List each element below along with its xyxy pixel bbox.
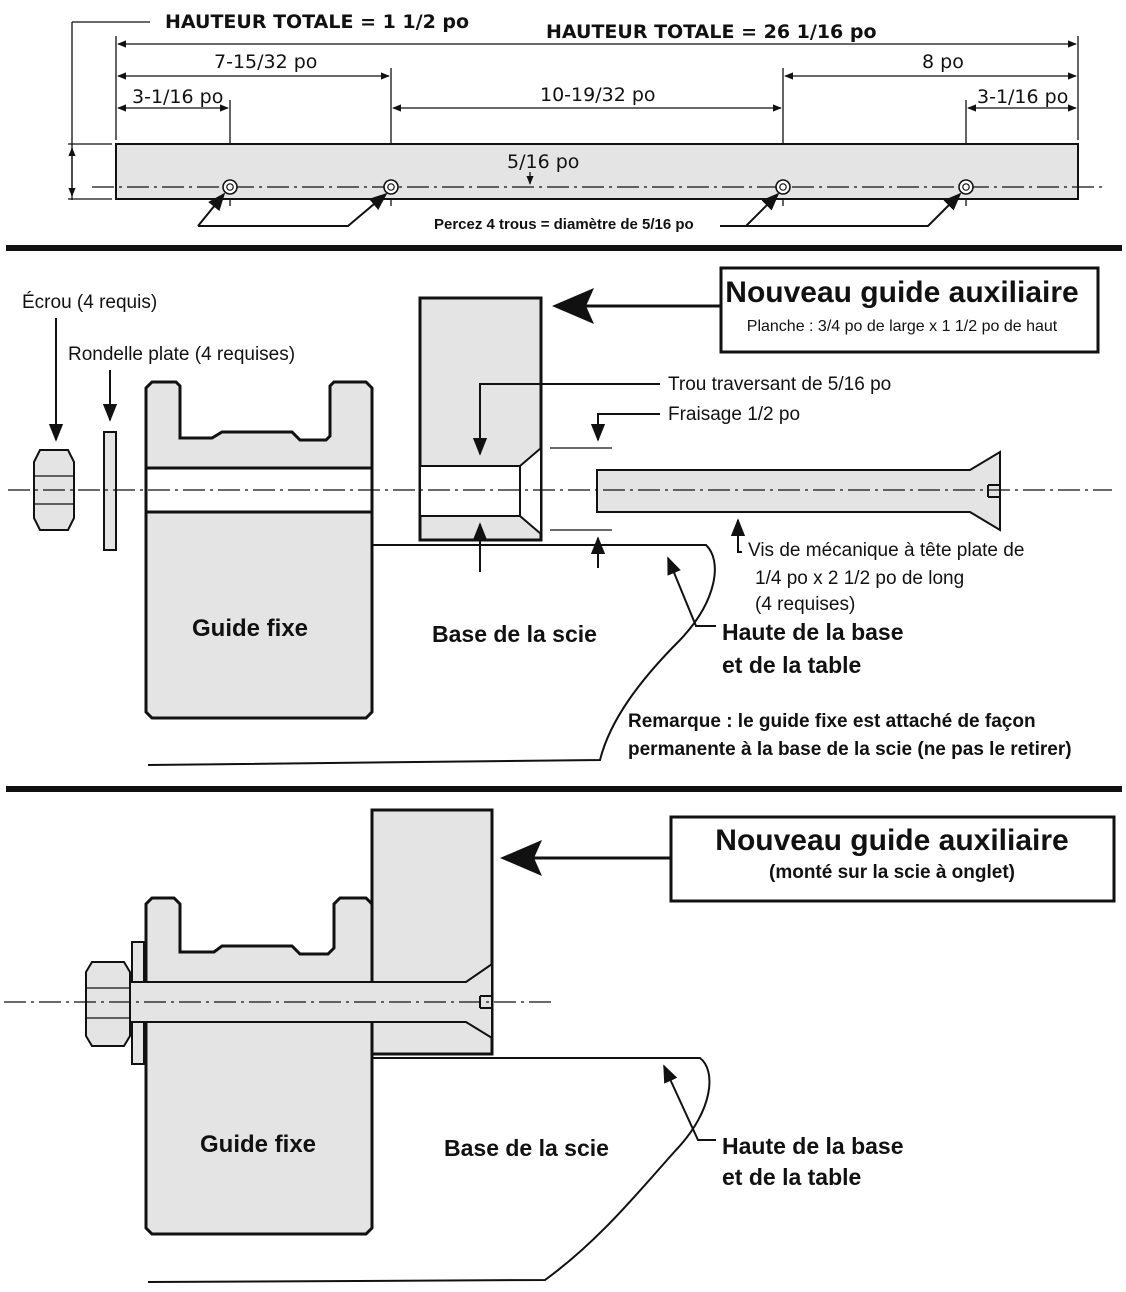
mounted-fixed-fence-label: Guide fixe (200, 1131, 316, 1158)
mounted-flat-head-screw (129, 962, 493, 1040)
base-top-label-line1: Haute de la base (722, 619, 904, 645)
mounted-callout-subtitle: (monté sur la scie à onglet) (769, 862, 1015, 883)
dim-8-label: 8 po (922, 51, 964, 73)
mounted-assembly: Guide fixe Base de la scie Nouveau guide… (4, 808, 1116, 1283)
aux-fence-callout-box (719, 266, 1100, 354)
countersink (519, 445, 542, 537)
aux-fence-callout-subtitle: Planche : 3/4 po de large x 1 1/2 po de … (747, 318, 1058, 335)
saw-base-label: Base de la scie (432, 621, 597, 647)
flat-head-screw (596, 450, 1001, 532)
exploded-assembly: Écrou (4 requis) Rondelle plate (4 requi… (8, 266, 1112, 766)
dim-3-1-16-right-label: 3-1/16 po (977, 86, 1068, 108)
board-drilling-layout: HAUTEUR TOTALE = 1 1/2 po HAUTEUR TOTALE… (68, 11, 1106, 233)
note-line2: permanente à la base de la scie (ne pas … (628, 739, 1072, 760)
screw-label-line2: 1/4 po x 2 1/2 po de long (755, 568, 964, 589)
auxiliary-fence-board (115, 143, 1079, 200)
through-hole-label: Trou traversant de 5/16 po (668, 374, 891, 395)
dim-3-1-16-left-label: 3-1/16 po (132, 86, 223, 108)
overall-height-label: HAUTEUR TOTALE = 1 1/2 po (165, 11, 469, 33)
mounted-saw-base-label: Base de la scie (444, 1135, 609, 1161)
through-hole (419, 465, 521, 517)
mounted-fixed-fence (144, 896, 374, 1236)
dim-5-16-label: 5/16 po (507, 151, 579, 173)
aux-fence-callout-title: Nouveau guide auxiliaire (725, 276, 1078, 309)
dim-10-19-32-label: 10-19/32 po (540, 84, 656, 106)
fixed-fence (144, 380, 374, 720)
washer-label: Rondelle plate (4 requises) (68, 344, 295, 365)
drill-holes (222, 179, 974, 195)
washer-icon (103, 431, 117, 551)
screw-label-line1: Vis de mécanique à tête plate de (748, 540, 1024, 561)
mounted-base-top-label-line2: et de la table (722, 1164, 861, 1190)
mounted-base-top-label-line1: Haute de la base (722, 1133, 904, 1159)
mounted-callout-box (669, 815, 1116, 903)
screw-label-line3: (4 requises) (755, 594, 855, 615)
base-top-label-line2: et de la table (722, 652, 861, 678)
overall-length-label: HAUTEUR TOTALE = 26 1/16 po (546, 21, 877, 43)
nut-label: Écrou (4 requis) (22, 292, 157, 313)
countersink-label: Fraisage 1/2 po (668, 404, 800, 425)
mounted-callout-title: Nouveau guide auxiliaire (715, 824, 1068, 857)
mounted-nut-icon (85, 961, 131, 1047)
note-line1: Remarque : le guide fixe est attaché de … (628, 711, 1036, 732)
drill-note: Percez 4 trous = diamètre de 5/16 po (434, 216, 694, 233)
fixed-fence-label: Guide fixe (192, 615, 308, 642)
dim-7-15-32-label: 7-15/32 po (214, 51, 317, 73)
